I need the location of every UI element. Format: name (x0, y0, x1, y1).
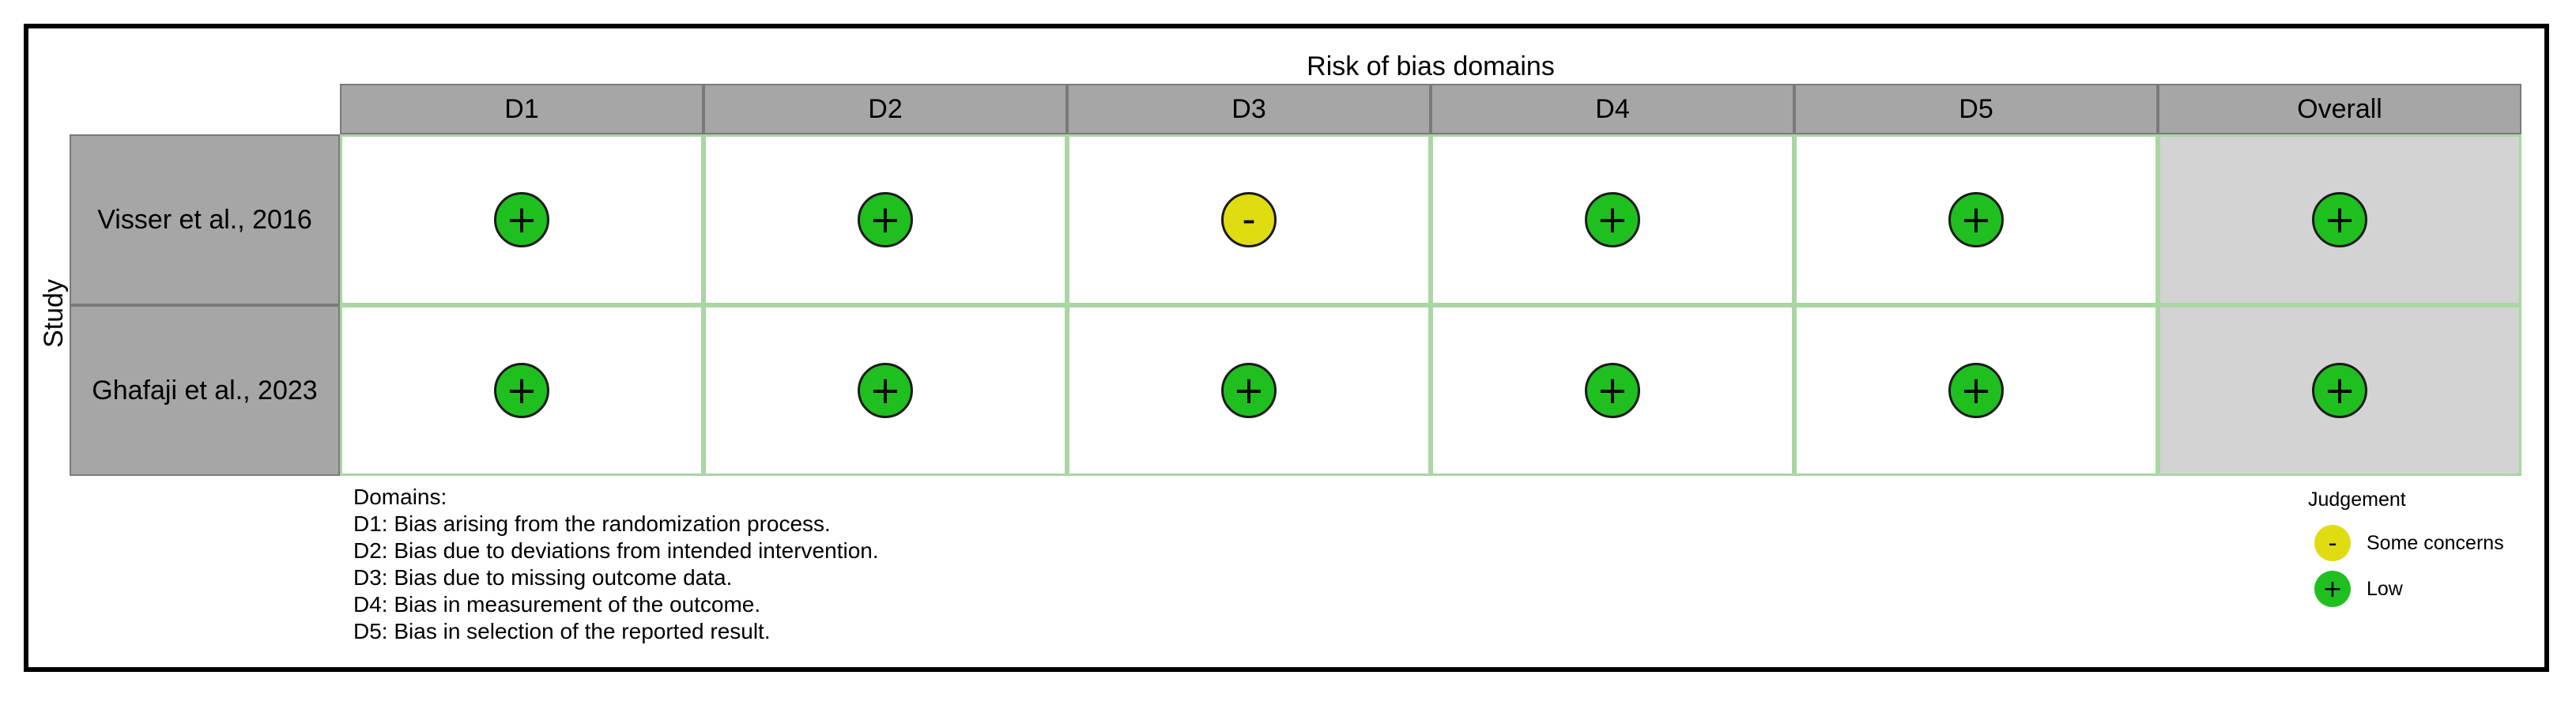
low-risk-icon: + (494, 192, 549, 247)
low-risk-icon: + (1585, 363, 1640, 418)
low-icon: + (2314, 571, 2351, 607)
legend-item-low: + Low (2314, 571, 2403, 607)
column-header-d4: D4 (1431, 84, 1794, 134)
judgement-cell: + (1794, 305, 2158, 476)
chart-title: Risk of bias domains (1307, 51, 1555, 81)
low-risk-icon: + (494, 363, 549, 418)
legend-label-some-concerns: Some concerns (2367, 531, 2504, 554)
legend-title: Judgement (2308, 489, 2406, 511)
judgement-cell: + (1067, 305, 1431, 476)
low-risk-icon: + (1585, 192, 1640, 247)
judgement-cell: + (340, 305, 703, 476)
low-risk-icon: + (2312, 192, 2367, 247)
judgement-cell: + (1431, 305, 1794, 476)
judgement-cell: + (2158, 305, 2521, 476)
domain-line-d4: D4: Bias in measurement of the outcome. (353, 592, 761, 617)
judgement-cell: + (1794, 134, 2158, 305)
judgement-cell: + (1431, 134, 1794, 305)
low-risk-icon: + (858, 363, 913, 418)
judgement-cell: - (1067, 134, 1431, 305)
low-risk-icon: + (1948, 363, 2004, 418)
column-header-overall: Overall (2158, 84, 2521, 134)
study-label: Ghafaji et al., 2023 (70, 305, 340, 476)
column-header-d2: D2 (703, 84, 1067, 134)
domain-line-d1: D1: Bias arising from the randomization … (353, 511, 831, 536)
low-risk-icon: + (1221, 363, 1277, 418)
domain-line-d3: D3: Bias due to missing outcome data. (353, 565, 733, 590)
domains-heading: Domains: (353, 485, 447, 509)
column-header-d3: D3 (1067, 84, 1431, 134)
judgement-cell: + (703, 305, 1067, 476)
domain-line-d5: D5: Bias in selection of the reported re… (353, 619, 771, 643)
domain-line-d2: D2: Bias due to deviations from intended… (353, 538, 879, 563)
low-risk-icon: + (858, 192, 913, 247)
column-header-d1: D1 (340, 84, 703, 134)
some-concerns-icon: - (1221, 192, 1277, 247)
low-risk-icon: + (1948, 192, 2004, 247)
judgement-cell: + (340, 134, 703, 305)
low-risk-icon: + (2312, 363, 2367, 418)
some-concerns-icon: - (2314, 525, 2351, 561)
judgement-cell: + (2158, 134, 2521, 305)
y-axis-label: Study (39, 279, 69, 348)
domains-note: Domains: D1: Bias arising from the rando… (353, 484, 879, 645)
study-label: Visser et al., 2016 (70, 134, 340, 305)
judgement-cell: + (703, 134, 1067, 305)
column-header-d5: D5 (1794, 84, 2158, 134)
legend-item-some-concerns: - Some concerns (2314, 525, 2504, 561)
legend-label-low: Low (2367, 577, 2403, 600)
